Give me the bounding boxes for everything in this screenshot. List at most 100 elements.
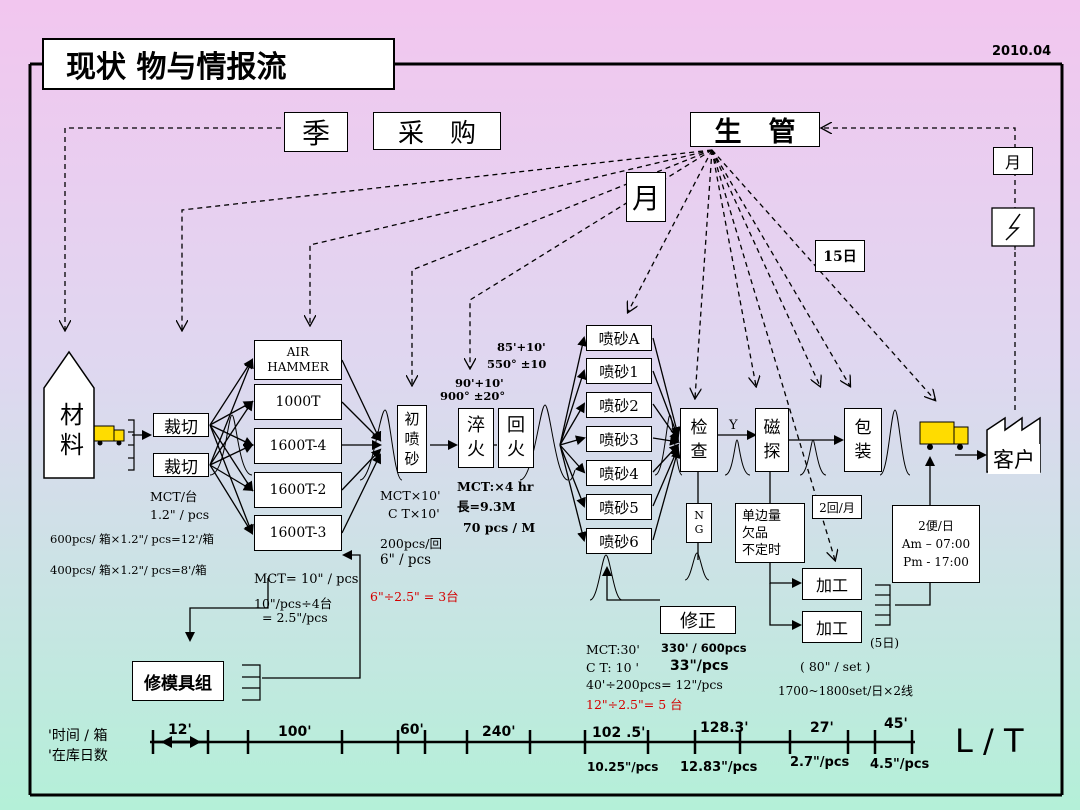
press-calc: 10"/pcs÷4台 <box>254 596 333 611</box>
cut-box-1: 600pcs/ 箱×1.2"/ pcs=12'/箱 <box>50 532 214 546</box>
material-flow-arrows <box>132 336 987 679</box>
blast-red-calc: 12"÷2.5"= 5 台 <box>586 697 683 712</box>
timeline-rate-3: 2.7"/pcs <box>790 755 850 770</box>
blast-6: 喷砂6 <box>586 528 652 554</box>
delivery-pm: Pm - 17:00 <box>903 555 969 569</box>
magnetic-box: 磁探 <box>755 408 789 472</box>
press-1600t-3: 1600T-3 <box>254 515 342 551</box>
pre-rate: 6" / pcs <box>380 552 432 568</box>
repair-box: 修正 <box>660 606 736 634</box>
machining-box-1: 加工 <box>802 568 862 600</box>
timeline-seg-4: 240' <box>482 724 516 740</box>
air-hammer-box: AIR HAMMER <box>254 340 342 380</box>
timeline-rate-2: 12.83"/pcs <box>680 760 758 775</box>
purchasing-box: 采 购 <box>373 112 501 150</box>
inventory-brackets <box>128 419 891 701</box>
pre-red-calc: 6"÷2.5" = 3台 <box>370 589 459 604</box>
material-char-1: 材 <box>60 401 84 429</box>
truck-icon-right <box>919 421 969 450</box>
five-days: (5日) <box>870 636 899 650</box>
date-label: 2010.04 <box>992 44 1052 59</box>
delivery-freq: 2便/日 <box>918 519 954 533</box>
machining-set: ( 80" / set ) <box>800 659 871 674</box>
timeline-rate-1: 10.25"/pcs <box>587 760 659 774</box>
timeline-rate-4: 4.5"/pcs <box>870 757 930 772</box>
delivery-box: 2便/日 Am – 07:00 Pm - 17:00 <box>892 505 980 583</box>
day15-box: 15日 <box>815 240 865 272</box>
inspect-box: 检查 <box>680 408 718 472</box>
press-1600t-4: 1600T-4 <box>254 428 342 464</box>
timeline-label-2: '在库日数 <box>48 748 108 764</box>
lead-time-label: L / T <box>955 722 1024 760</box>
press-1000t: 1000T <box>254 384 342 420</box>
defects-box: 单边量 欠品 不定时 <box>735 503 805 563</box>
temper-temp-1: 85'+10' <box>497 340 546 354</box>
material-char-2: 料 <box>60 431 84 459</box>
blast-1: 喷砂1 <box>586 358 652 384</box>
press-mct: MCT= 10" / pcs <box>254 572 359 587</box>
ht-len: 長=9.3M <box>457 499 516 514</box>
ng-box: N G <box>686 503 712 543</box>
press-result: = 2.5"/pcs <box>262 610 328 625</box>
blast-4: 喷砂4 <box>586 460 652 486</box>
truck-icon-left <box>93 425 125 446</box>
defect-3: 不定时 <box>742 542 782 558</box>
lightning-icon <box>991 207 1035 247</box>
inventory-curves <box>209 404 911 601</box>
pre-batch: 200pcs/回 <box>380 536 442 551</box>
material-shape: 材 料 <box>42 350 96 480</box>
blast-3: 喷砂3 <box>586 426 652 452</box>
pre-ct: C T×10' <box>388 506 440 521</box>
twice-month-box: 2回/月 <box>812 495 862 519</box>
timeline-seg-5: 102 .5' <box>592 725 646 741</box>
defect-2: 欠品 <box>742 525 769 541</box>
blast-a: 喷砂A <box>586 325 652 351</box>
blast-2: 喷砂2 <box>586 392 652 418</box>
monthly-box-center: 月 <box>626 172 666 222</box>
defect-1: 单边量 <box>742 508 782 524</box>
season-box: 季 <box>284 112 348 152</box>
delivery-am: Am – 07:00 <box>901 537 971 551</box>
customer-label: 客户 <box>988 444 1040 474</box>
mold-repair-box: 修模具组 <box>132 661 224 701</box>
timeline-seg-8: 45' <box>884 716 908 732</box>
monthly-box-right: 月 <box>993 147 1033 175</box>
quench-temp-1: 90'+10' <box>455 376 504 390</box>
timeline-seg-7: 27' <box>810 720 834 736</box>
ht-mct: MCT:×4 hr <box>457 479 534 494</box>
machining-box-2: 加工 <box>802 611 862 643</box>
blast-calc: 40'÷200pcs= 12"/pcs <box>586 677 723 692</box>
cut-mct: MCT/台 <box>150 489 198 504</box>
cut-station-1: 裁切 <box>153 413 209 438</box>
timeline-seg-6: 128.3' <box>700 720 749 736</box>
outer-frame <box>28 62 1064 797</box>
cut-box-2: 400pcs/ 箱×1.2"/ pcs=8'/箱 <box>50 563 207 577</box>
blast-mct: MCT:30' <box>586 642 640 657</box>
cut-rate: 1.2" / pcs <box>150 507 210 522</box>
quench-temp-2: 900° ±20° <box>440 389 506 403</box>
press-1600t-2: 1600T-2 <box>254 472 342 508</box>
inspect-rate: 330' / 600pcs <box>661 641 747 655</box>
inspect-pcs: 33"/pcs <box>670 658 729 674</box>
pre-mct: MCT×10' <box>380 488 441 503</box>
blast-5: 喷砂5 <box>586 494 652 520</box>
timeline-label-1: '时间 / 箱 <box>48 728 108 744</box>
timeline-seg-1: 12' <box>168 722 192 738</box>
quench-box: 淬火 <box>458 408 494 468</box>
blast-ct: C T: 10 ' <box>586 660 639 675</box>
pre-blast-box: 初喷砂 <box>397 405 427 473</box>
page-title-box: 现状 物与情报流 <box>42 38 395 90</box>
production-control-box: 生 管 <box>690 112 820 148</box>
timeline-seg-3: 60' <box>400 722 424 738</box>
yes-label: Y <box>729 418 738 433</box>
temper-box: 回火 <box>498 408 534 468</box>
timeline-seg-2: 100' <box>278 724 312 740</box>
pack-box: 包装 <box>844 408 882 472</box>
ht-rate: 70 pcs / M <box>463 520 536 535</box>
page-title: 现状 物与情报流 <box>66 50 287 85</box>
temper-temp-2: 550° ±10 <box>487 357 547 371</box>
machining-cap: 1700~1800set/日×2线 <box>778 684 913 698</box>
cut-station-2: 裁切 <box>153 453 209 478</box>
timeline <box>150 730 915 754</box>
